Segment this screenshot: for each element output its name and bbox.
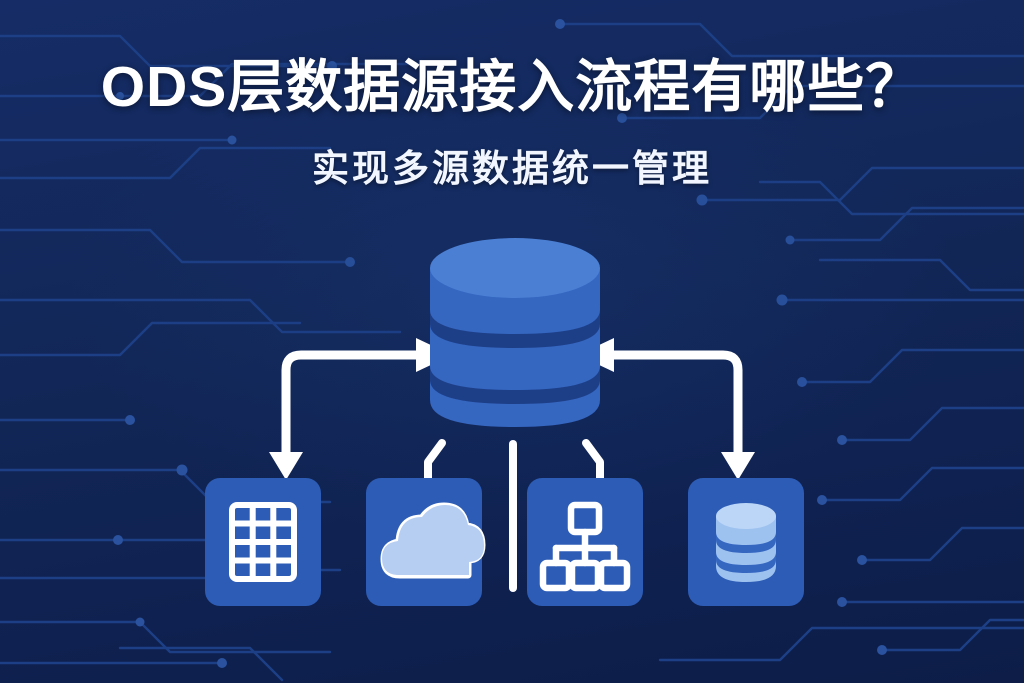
cloud-icon <box>380 502 486 579</box>
heading-block: ODS层数据源接入流程有哪些？ 实现多源数据统一管理 <box>0 55 1024 192</box>
arrow-left-elbow <box>269 338 452 480</box>
ods-database-cylinder <box>430 238 600 427</box>
hierarchy-tree-icon <box>539 501 631 592</box>
source-tile-cloud[interactable] <box>366 478 486 606</box>
page-title: ODS层数据源接入流程有哪些？ <box>100 55 924 119</box>
database-stack-icon <box>716 503 776 582</box>
source-tile-database[interactable] <box>688 478 804 606</box>
arrow-right-elbow <box>578 338 755 480</box>
page-subtitle: 实现多源数据统一管理 <box>312 147 712 189</box>
source-tile-hierarchy[interactable] <box>527 478 643 606</box>
source-tile-table[interactable] <box>205 478 321 606</box>
